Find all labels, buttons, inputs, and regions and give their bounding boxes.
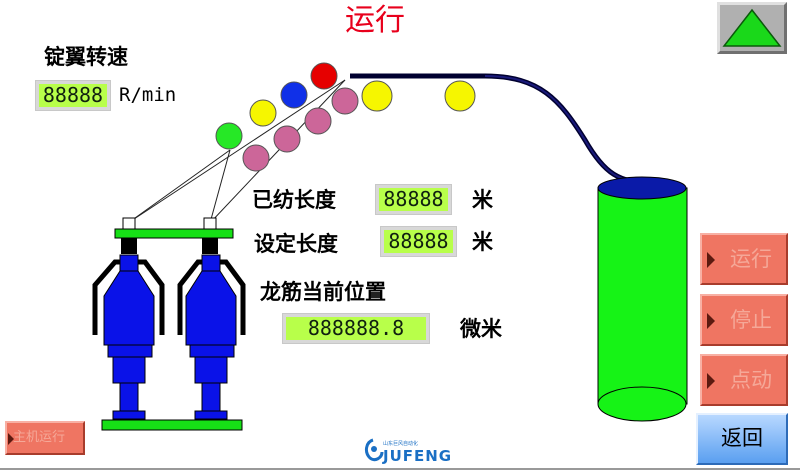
spindle-speed-unit: R/min [119, 84, 177, 106]
stop-button[interactable]: 停止 [700, 294, 788, 346]
run-button[interactable]: 运行 [700, 233, 788, 285]
roller-ball [249, 99, 277, 127]
spun-length-unit: 米 [472, 188, 493, 212]
sliver-can [597, 187, 688, 405]
set-length-value: 88888 [384, 230, 453, 253]
roller-ball [444, 80, 476, 112]
host-running-indicator[interactable]: 主机运行 [5, 421, 85, 455]
green-up-triangle-icon [722, 8, 782, 47]
triangle-right-icon [707, 373, 715, 389]
back-button[interactable]: 返回 [696, 413, 788, 465]
roving-line [209, 149, 231, 224]
jufeng-logo-icon [364, 438, 384, 462]
spun-length-value: 88888 [379, 188, 448, 211]
sliver-can-bottom [597, 386, 687, 422]
sliver-can-top [597, 176, 687, 200]
spindle-speed-value: 88888 [39, 84, 107, 107]
rail-position-label: 龙筋当前位置 [260, 280, 386, 304]
page-title: 运行 [345, 3, 405, 38]
roller-ball [215, 122, 243, 150]
spindle-speed-display: 88888 [35, 80, 111, 111]
triangle-right-icon [8, 433, 14, 445]
bobbin-left [103, 254, 155, 420]
spindle-speed-label: 锭翼转速 [44, 45, 128, 69]
roller-ball [280, 81, 308, 109]
set-length-label: 设定长度 [254, 232, 338, 256]
top-up-button[interactable] [717, 2, 787, 54]
flyer-top-bar [114, 228, 234, 239]
rail-position-unit: 微米 [460, 317, 502, 341]
bobbin-right [185, 254, 237, 420]
rail-position-value: 888888.8 [286, 317, 426, 340]
roller-ball [273, 125, 301, 153]
triangle-right-icon [707, 252, 715, 268]
spun-length-display: 88888 [375, 184, 452, 215]
roller-ball [331, 87, 359, 115]
roving-line [127, 149, 231, 224]
set-length-unit: 米 [472, 230, 493, 254]
roving-line [127, 79, 346, 224]
triangle-right-icon [707, 313, 715, 329]
spun-length-label: 已纺长度 [252, 188, 336, 212]
logo-tagline: 山东巨风自动化 [383, 441, 419, 447]
jog-button[interactable]: 点动 [700, 354, 788, 406]
roller-ball [361, 80, 393, 112]
machine-base [101, 419, 243, 431]
rail-position-display: 888888.8 [282, 313, 430, 344]
roller-ball [242, 144, 270, 172]
roller-ball [304, 107, 332, 135]
set-length-display[interactable]: 88888 [380, 226, 457, 257]
roving-line [209, 79, 346, 224]
sliver-path [484, 75, 651, 184]
logo-name: JUFENG [383, 447, 453, 465]
roller-ball [310, 62, 338, 90]
